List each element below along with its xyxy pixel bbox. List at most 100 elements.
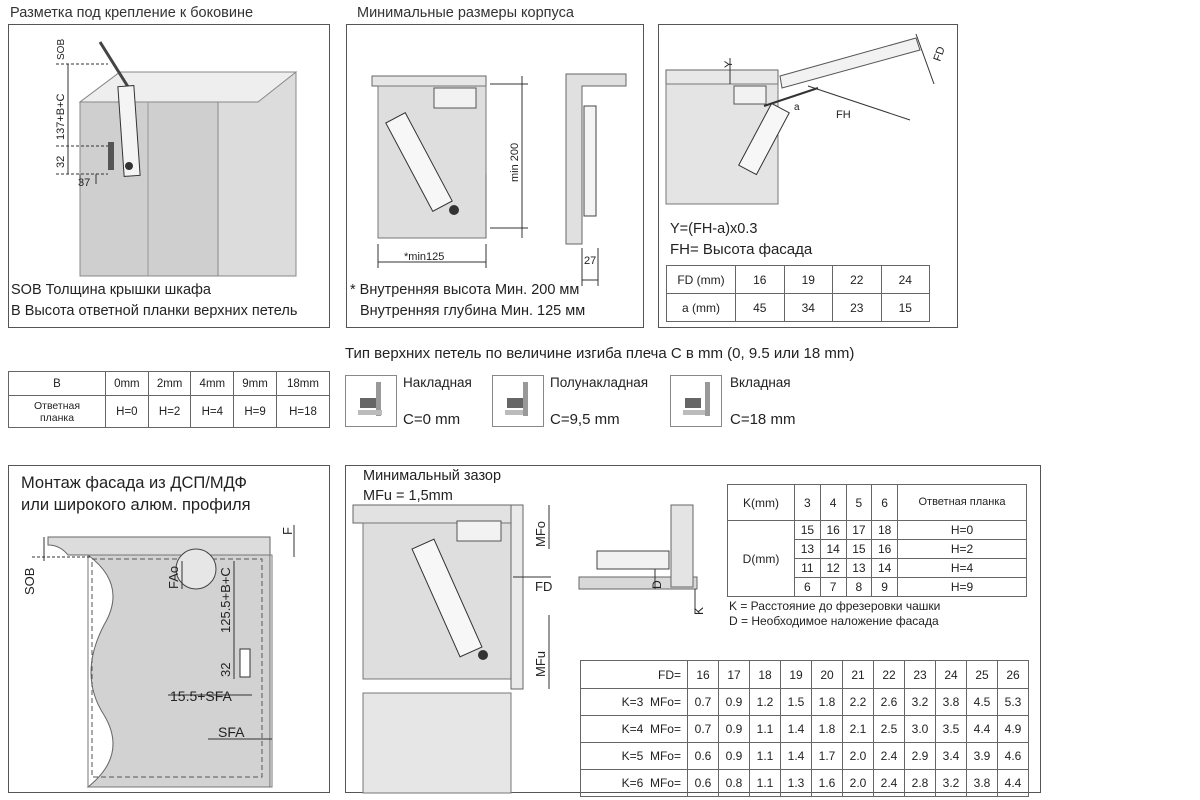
table-cell: 1.4 xyxy=(780,742,812,770)
legend-k: K = Расстояние до фрезеровки чашки xyxy=(729,599,941,613)
table-cell: 4.6 xyxy=(997,742,1029,770)
table-cell: 1.2 xyxy=(749,688,781,716)
dim-fao: FAo xyxy=(166,566,181,589)
table-cell: K=6 MFo= xyxy=(580,769,688,797)
table-row: Ответная планка H=0 H=2 H=4 H=9 H=18 xyxy=(8,395,331,428)
dim-d: D xyxy=(650,580,664,589)
table-header-cell: 20 xyxy=(811,660,843,689)
table-cell: 2.0 xyxy=(842,769,874,797)
table-header-cell: 19 xyxy=(780,660,812,689)
dim-a: a xyxy=(794,102,800,113)
table-header-cell: 22 xyxy=(873,660,905,689)
table-cell: 0.7 xyxy=(687,688,719,716)
hinge-value-overlay: C=0 mm xyxy=(403,411,461,428)
table-cell: 2.8 xyxy=(904,769,936,797)
table-cell: 1.3 xyxy=(780,769,812,797)
table-header-cell: 26 xyxy=(997,660,1029,689)
table-cell: 2.9 xyxy=(904,742,936,770)
table-row: D(mm) 15 16 17 18 H=0 xyxy=(727,520,1027,597)
legend-sob: SOB Толщина крышки шкафа xyxy=(11,282,211,298)
table-cell: 14 xyxy=(871,558,898,578)
dim-32-b: 32 xyxy=(218,663,233,677)
table-cell: 45 xyxy=(735,293,785,322)
dim-fh: FH xyxy=(836,109,851,121)
note-min-height: * Внутренняя высота Мин. 200 мм xyxy=(350,282,580,298)
dim-fd-b: FD xyxy=(535,579,552,594)
table-cell: 0.6 xyxy=(687,742,719,770)
table-cell: 17 xyxy=(845,520,873,540)
table-row: a (mm) 45 34 23 15 xyxy=(666,293,930,322)
dim-27: 27 xyxy=(584,255,596,267)
table-header-cell: FD= xyxy=(580,660,688,689)
table-cell: 13 xyxy=(845,558,873,578)
table-cell: 3.8 xyxy=(966,769,998,797)
panel4-title-line1: Монтаж фасада из ДСП/МДФ xyxy=(21,474,247,492)
table-header-cell: K(mm) xyxy=(727,484,795,521)
table-header-cell: B xyxy=(8,371,106,396)
table-header-cell: 21 xyxy=(842,660,874,689)
table-cell: 2.1 xyxy=(842,715,874,743)
table-cell: 14 xyxy=(819,539,847,559)
table-cell: 2.5 xyxy=(873,715,905,743)
table-cell: 0.8 xyxy=(718,769,750,797)
dim-mfu: MFu xyxy=(533,651,548,677)
table-cell: 19 xyxy=(783,265,833,294)
table-cell: 3.4 xyxy=(935,742,967,770)
table-cell: H=2 xyxy=(897,539,1027,559)
note-min-depth: Внутренняя глубина Мин. 125 мм xyxy=(360,303,586,319)
panel2-title: Минимальные размеры корпуса xyxy=(357,5,574,21)
gap-drawing: MFo MFu FD D K xyxy=(352,504,706,794)
table-cell: 1.1 xyxy=(749,715,781,743)
table-cell: 13 xyxy=(794,539,821,559)
b-height-table: B 0mm 2mm 4mm 9mm 18mm Ответная планка H… xyxy=(8,371,331,428)
table-cell: 0.6 xyxy=(687,769,719,797)
dim-155: 15.5+SFA xyxy=(170,688,233,704)
dim-sob: SOB xyxy=(22,568,37,595)
table-cell: FD (mm) xyxy=(666,265,736,294)
table-cell: 1.8 xyxy=(811,688,843,716)
table-cell: 4.4 xyxy=(997,769,1029,797)
table-cell: 3.9 xyxy=(966,742,998,770)
table-cell: H=0 xyxy=(105,395,149,428)
dim-32: 32 xyxy=(55,156,67,168)
dim-k: K xyxy=(692,607,706,615)
dim-min125: *min125 xyxy=(404,251,444,263)
hinge-overlay-icon xyxy=(345,375,397,427)
table-cell: 1.4 xyxy=(780,715,812,743)
table-cell: H=9 xyxy=(897,577,1027,597)
table-cell: 7 xyxy=(819,577,847,597)
table-cell: 18 xyxy=(871,520,898,540)
formula-y: Y=(FH-a)x0.3 xyxy=(670,221,758,237)
table-header-cell: 16 xyxy=(687,660,719,689)
table-cell: 3.5 xyxy=(935,715,967,743)
table-cell: H=4 xyxy=(190,395,235,428)
table-cell: 3.2 xyxy=(904,688,936,716)
table-cell: 6 xyxy=(794,577,821,597)
table-cell: 22 xyxy=(832,265,882,294)
table-cell: 0.9 xyxy=(718,715,750,743)
table-row: 13 14 15 16 H=2 xyxy=(728,539,1027,559)
table-cell: 5.3 xyxy=(997,688,1029,716)
table-cell: 0.9 xyxy=(718,688,750,716)
dim-sfa: SFA xyxy=(218,724,245,740)
table-cell: K=4 MFo= xyxy=(580,715,688,743)
table-cell: 15 xyxy=(880,293,930,322)
table-header-cell: 4mm xyxy=(190,371,235,396)
table-cell: 0.9 xyxy=(718,742,750,770)
table-header-cell: 18mm xyxy=(275,371,331,396)
table-cell: K=5 MFo= xyxy=(580,742,688,770)
table-cell: Ответная планка xyxy=(8,395,106,428)
dim-min200: min 200 xyxy=(509,143,521,182)
dim-125: 125.5+B+C xyxy=(218,567,233,633)
front-mount-drawing: SOB FAo F 125.5+B+C 32 15.5+SFA SFA xyxy=(22,525,295,788)
table-cell: 4.9 xyxy=(997,715,1029,743)
table-row: B 0mm 2mm 4mm 9mm 18mm xyxy=(8,371,331,396)
dim-y: Y xyxy=(723,60,735,68)
table-cell: 34 xyxy=(783,293,833,322)
table-cell: H=18 xyxy=(275,395,331,428)
table-cell: 1.7 xyxy=(811,742,843,770)
